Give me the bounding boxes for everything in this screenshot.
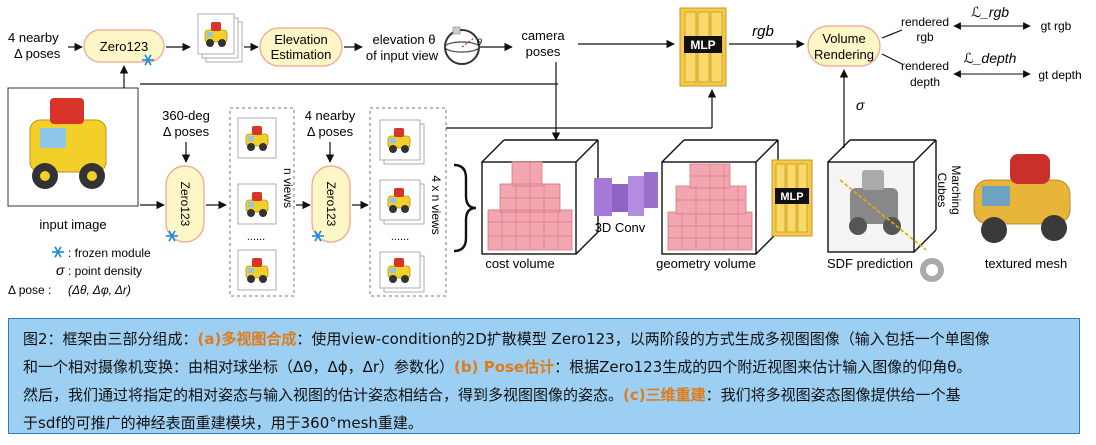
svg-text:4 x n views: 4 x n views [429,175,443,234]
svg-text:Elevation: Elevation [274,32,327,47]
svg-text:(Δθ, Δφ, Δr): (Δθ, Δφ, Δr) [68,283,131,297]
sigma-label: σ [856,97,865,113]
sdf-prediction-volume [827,139,944,282]
svg-text:......: ...... [247,231,265,243]
svg-text:Δ pose :: Δ pose : [8,283,51,297]
loss-depth-group: rendered depth ℒ_depth gt depth [901,50,1082,89]
svg-text:Δ poses: Δ poses [163,124,210,139]
textured-mesh-caption: textured mesh [985,256,1067,271]
svg-text:4 nearby: 4 nearby [305,108,356,123]
camera-poses-label: camera poses [521,28,565,59]
input-image [7,87,139,207]
caption-line: 图2：框架由三部分组成：(a)多视图合成：使用view-condition的2D… [23,330,990,348]
svg-text:4 nearby: 4 nearby [8,30,59,45]
mlp-bottom-block: MLP [771,159,813,237]
elevation-estimation-module: Elevation Estimation [259,27,343,67]
rgb-label: rgb [752,23,774,40]
elevation-sphere-icon: θ [444,26,482,65]
n-views-column: ...... n views [229,107,295,297]
zero123-top-module: Zero123 [83,29,165,66]
svg-text:Δ poses: Δ poses [307,124,354,139]
svg-text:θ: θ [477,37,482,47]
nearby-poses-mid-label: 4 nearby Δ poses [305,108,356,139]
caption-line: 于sdf的可推广的神经表面重建模块，用于360°mesh重建。 [23,414,423,432]
svg-text:: point density: : point density [68,264,142,278]
svg-text:Zero123: Zero123 [324,182,338,227]
mlp-top-block: MLP [679,7,727,87]
marching-cubes-label: Marching Cubes [935,165,963,214]
svg-text:Zero123: Zero123 [100,39,148,54]
conv3d-block [594,172,658,216]
svg-text:elevation θ: elevation θ [373,32,436,47]
sigma-legend-icon: σ [56,262,65,278]
frozen-snowflake-icon [51,246,65,259]
caption-line: 和一个相对摄像机变换：由相对球坐标（Δθ，Δϕ，Δr）参数化）(b) Pose估… [23,358,972,376]
svg-text:camera: camera [521,28,565,43]
caption-line: 然后，我们通过将指定的相对姿态与输入视图的估计姿态相结合，得到多视图图像的姿态。… [23,386,961,404]
figure-caption: 图2：框架由三部分组成：(a)多视图合成：使用view-condition的2D… [8,318,1080,434]
svg-text:poses: poses [526,44,561,59]
svg-text:MLP: MLP [690,38,715,52]
svg-text:n views: n views [281,168,295,208]
cost-volume [481,139,599,255]
volume-rendering-module: Volume Rendering [807,25,881,67]
nearby-poses-top-label: 4 nearby Δ poses [8,30,61,61]
framework-figure: 4 nearby Δ poses Zero123 Elevation Estim… [7,4,1082,297]
svg-text:360-deg: 360-deg [162,108,210,123]
svg-text:Volume: Volume [822,31,865,46]
svg-text:rgb: rgb [916,30,934,44]
legend: : frozen module σ : point density Δ pose… [8,246,151,297]
brace [453,163,477,253]
geometry-volume [661,139,779,255]
svg-text:MLP: MLP [780,191,803,203]
svg-text:rendered: rendered [901,15,949,29]
four-n-views-column: ...... 4 x n views [369,107,447,297]
svg-text:......: ...... [391,231,409,243]
zero123-mid-module: Zero123 [311,165,351,243]
cost-volume-caption: cost volume [485,256,554,271]
svg-text:Rendering: Rendering [814,47,874,62]
geometry-volume-caption: geometry volume [656,256,756,271]
svg-text:Marching: Marching [949,165,963,214]
sdf-prediction-caption: SDF prediction [827,256,913,271]
conv3d-caption: 3D Conv [595,220,646,235]
svg-text:Estimation: Estimation [271,47,332,62]
textured-mesh [973,154,1071,243]
svg-text:depth: depth [910,75,940,89]
svg-text:gt rgb: gt rgb [1041,19,1072,33]
loss-rgb-group: rendered rgb ℒ_rgb gt rgb [901,4,1072,44]
elevation-of-input-label: elevation θ of input view [366,32,439,63]
zero123-left-module: Zero123 [165,165,205,243]
input-image-caption: input image [39,217,106,232]
svg-text:of input view: of input view [366,48,439,63]
svg-text:Cubes: Cubes [935,173,949,208]
svg-text:rendered: rendered [901,59,949,73]
svg-text:gt depth: gt depth [1038,68,1081,82]
svg-text:ℒ_depth: ℒ_depth [964,50,1017,66]
svg-text:ℒ_rgb: ℒ_rgb [971,4,1009,20]
svg-text:Δ poses: Δ poses [14,46,61,61]
deg-poses-label: 360-deg Δ poses [162,108,210,139]
svg-text:Zero123: Zero123 [178,182,192,227]
top-generated-views [197,13,243,63]
svg-text:: frozen module: : frozen module [68,246,151,260]
